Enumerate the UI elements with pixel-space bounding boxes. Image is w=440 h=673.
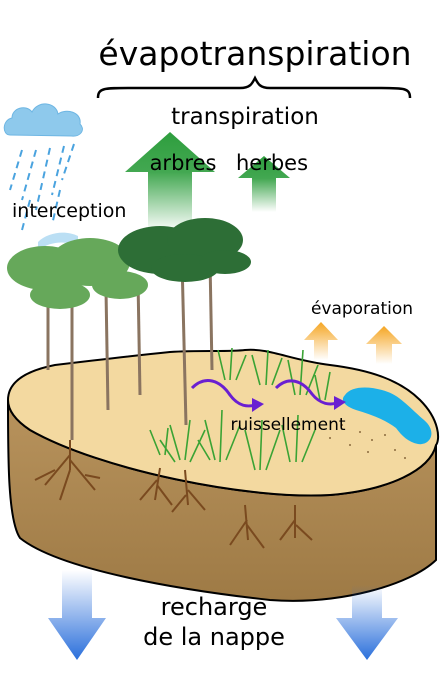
runoff-arrow-1 bbox=[190, 379, 259, 408]
evaporation-arrow-2 bbox=[366, 326, 402, 364]
transpiration-label: transpiration bbox=[171, 104, 319, 130]
recharge-arrow-left bbox=[48, 570, 106, 660]
forest-trees bbox=[7, 218, 251, 440]
interception-drop bbox=[38, 232, 78, 250]
grass-label: herbes bbox=[236, 151, 308, 175]
runoff-arrow-2 bbox=[274, 379, 341, 406]
soil-speckles bbox=[329, 424, 406, 459]
recharge-label-line2: de la nappe bbox=[143, 623, 285, 651]
evaporation-arrow-1 bbox=[304, 322, 338, 360]
recharge-arrow-right bbox=[336, 585, 398, 660]
recharge-label-line1: recharge bbox=[161, 593, 268, 621]
runoff-arrowhead-2 bbox=[334, 396, 346, 410]
puddle-icon bbox=[342, 387, 432, 445]
runoff-arrowhead-1 bbox=[252, 398, 264, 412]
soil-block bbox=[6, 348, 439, 602]
transpiration-arrow-grass bbox=[238, 156, 290, 212]
runoff-label: ruissellement bbox=[230, 415, 345, 435]
tree-roots bbox=[34, 440, 313, 549]
transpiration-arrow-trees bbox=[125, 132, 215, 232]
rain-cloud-icon bbox=[3, 103, 83, 231]
trees-label: arbres bbox=[150, 151, 217, 175]
interception-label: interception bbox=[12, 200, 126, 222]
grass-tufts bbox=[149, 347, 331, 471]
evaporation-label: évaporation bbox=[311, 299, 413, 319]
evapotranspiration-title: évapotranspiration bbox=[98, 34, 411, 73]
curly-brace bbox=[96, 75, 412, 99]
